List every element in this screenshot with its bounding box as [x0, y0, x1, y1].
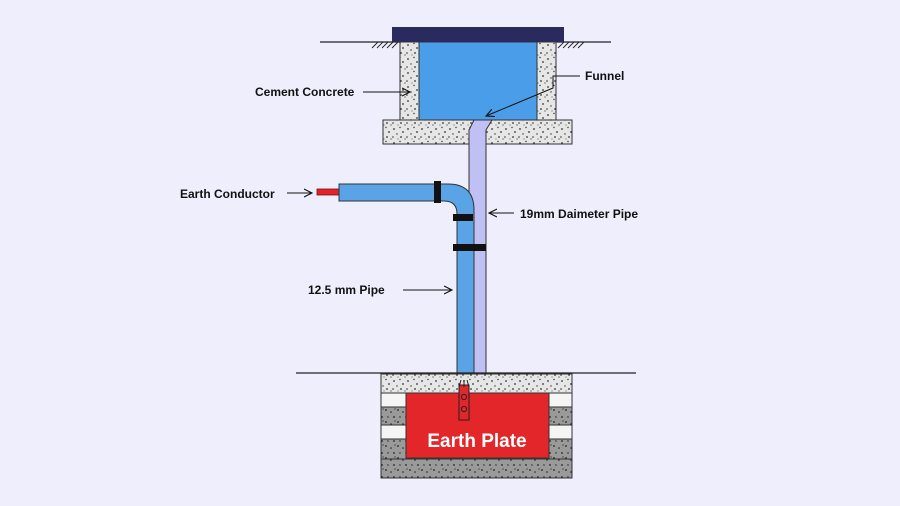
bolt-connector — [458, 384, 470, 421]
pipe-clamp-2 — [453, 214, 473, 221]
earth-conductor-label: Earth Conductor — [180, 187, 275, 201]
pit-top-fill — [380, 373, 573, 394]
callouts: Cement Concrete Funnel Earth Conductor 1… — [180, 69, 638, 297]
earth-plate — [405, 392, 550, 459]
lower-pit: Earth Plate — [296, 372, 636, 479]
concrete-wall-left — [399, 41, 420, 121]
conductor-red-tip — [316, 188, 340, 196]
pit-cover — [392, 27, 564, 42]
water-chamber — [418, 41, 538, 121]
cement-concrete-label: Cement Concrete — [255, 85, 355, 99]
ground-hatch-left — [371, 41, 399, 49]
upper-pit — [320, 27, 611, 145]
diameter-pipe-label: 19mm Daimeter Pipe — [520, 207, 638, 221]
pipe-wires — [458, 379, 470, 388]
pipe-clamp-3 — [453, 244, 486, 251]
small-pipe-label: 12.5 mm Pipe — [308, 283, 385, 297]
funnel-label: Funnel — [585, 69, 624, 83]
ground-hatch-right — [557, 41, 585, 49]
funnel-arrow — [486, 75, 580, 116]
pit-bottom-fill — [380, 458, 573, 479]
earth-plate-label: Earth Plate — [427, 431, 526, 452]
pipe-clamp-1 — [434, 181, 441, 203]
